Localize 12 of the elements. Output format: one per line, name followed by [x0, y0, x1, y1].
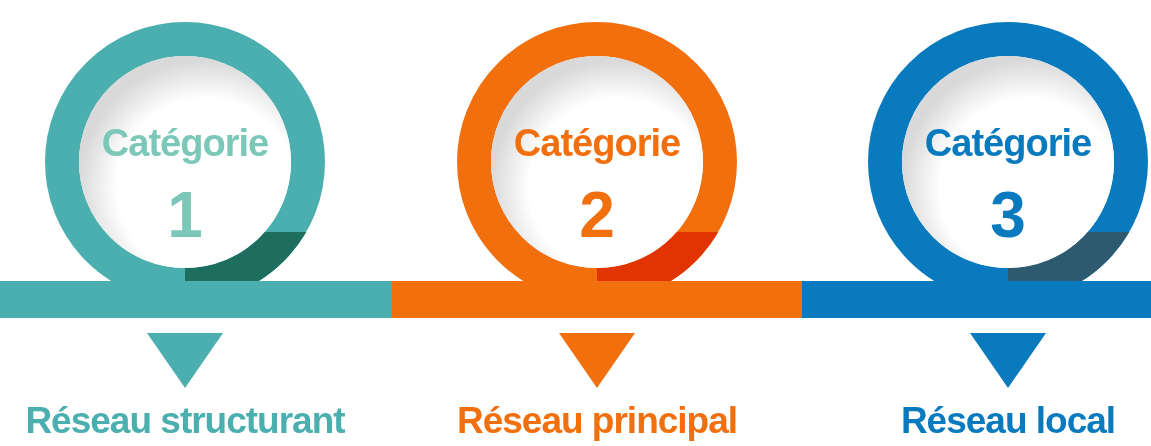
- network-label: Réseau structurant: [25, 400, 345, 442]
- category-number: 1: [166, 182, 204, 250]
- category-number: 3: [989, 182, 1027, 250]
- category-ring: [868, 22, 1148, 281]
- category-label: Catégorie: [100, 124, 270, 164]
- category-ring: [457, 22, 737, 281]
- category-label: Catégorie: [512, 124, 682, 164]
- network-label: Réseau principal: [456, 400, 738, 442]
- category-label: Catégorie: [923, 124, 1093, 164]
- category-number: 2: [578, 182, 616, 250]
- category-ring: [45, 22, 325, 281]
- network-label: Réseau local: [900, 400, 1116, 442]
